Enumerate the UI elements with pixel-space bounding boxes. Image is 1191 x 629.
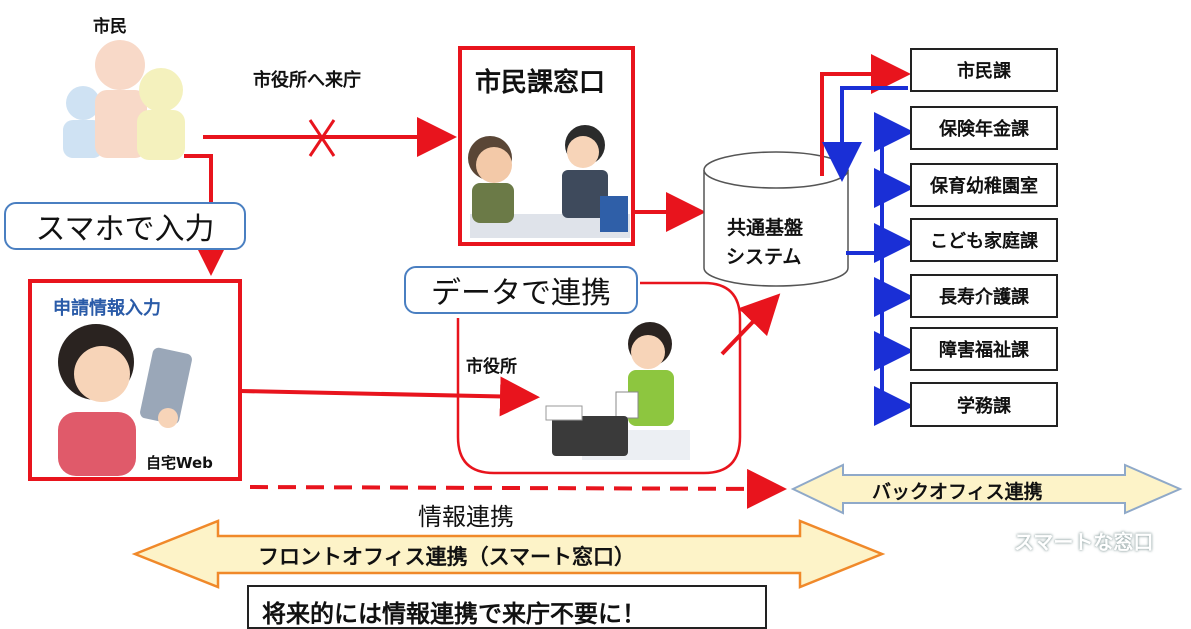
dept-label: 保育幼稚園室 (930, 176, 1038, 197)
database-cylinder (703, 151, 849, 287)
city-hall-label: 市役所 (466, 357, 517, 377)
department-links (846, 112, 914, 426)
online-box-title: 申請情報入力 (53, 298, 161, 319)
system-label-line2: システム (726, 246, 802, 268)
dept-shogai-fukushi: 障害福祉課 (910, 327, 1058, 371)
dept-hoiku-youchien: 保育幼稚園室 (910, 163, 1058, 207)
cross-mark (308, 119, 336, 157)
system-label-line1: 共通基盤 (727, 217, 804, 239)
online-to-cityhall-arrow (239, 376, 540, 417)
front-office-arrow (131, 519, 886, 589)
info-link-label: 情報連携 (418, 503, 514, 531)
dept-label: 長寿介護課 (939, 287, 1029, 308)
smartphone-bubble-text: スマホで入力 (35, 212, 215, 247)
smartphone-speech-bubble: スマホで入力 (4, 202, 246, 250)
dept-kodomo-katei: こども家庭課 (910, 218, 1058, 262)
dept-label: こども家庭課 (930, 231, 1038, 252)
visit-label: 市役所へ来庁 (253, 70, 361, 91)
smartphone-user-illustration (58, 324, 192, 476)
online-application-box (28, 279, 242, 481)
cityhall-to-system-arrow (720, 293, 781, 356)
data-speech-bubble: データで連携 (404, 266, 638, 314)
home-web-caption: 自宅Web (146, 454, 213, 472)
dept-gakumu: 学務課 (910, 382, 1058, 427)
footer-message: 将来的には情報連携で来庁不要に！ (262, 600, 646, 628)
back-office-arrow (790, 463, 1183, 515)
dept-label: 保険年金課 (939, 119, 1029, 140)
counter-illustration (468, 125, 630, 238)
shimin-to-system-arrow (822, 86, 908, 182)
citizens-illustration (63, 40, 185, 160)
city-hall-outline (456, 281, 742, 475)
watermark: スマートな窓口 (1014, 530, 1154, 554)
counter-box (458, 46, 635, 246)
info-link-dashed-arrow (249, 468, 787, 509)
dept-label: 障害福祉課 (939, 340, 1029, 361)
dept-label: 学務課 (957, 395, 1011, 417)
counter-title: 市民課窓口 (475, 68, 606, 98)
dept-shiminka: 市民課 (910, 48, 1058, 92)
back-office-label: バックオフィス連携 (872, 481, 1043, 503)
dept-choju-kaigo: 長寿介護課 (910, 274, 1058, 318)
front-office-label: フロントオフィス連携（スマート窓口） (258, 545, 635, 569)
dept-hoken-nenkin: 保険年金課 (910, 106, 1058, 150)
data-bubble-text: データで連携 (431, 276, 611, 311)
dept-label: 市民課 (957, 61, 1011, 82)
staff-printer-illustration (545, 322, 690, 460)
citizen-label: 市民 (93, 17, 127, 37)
